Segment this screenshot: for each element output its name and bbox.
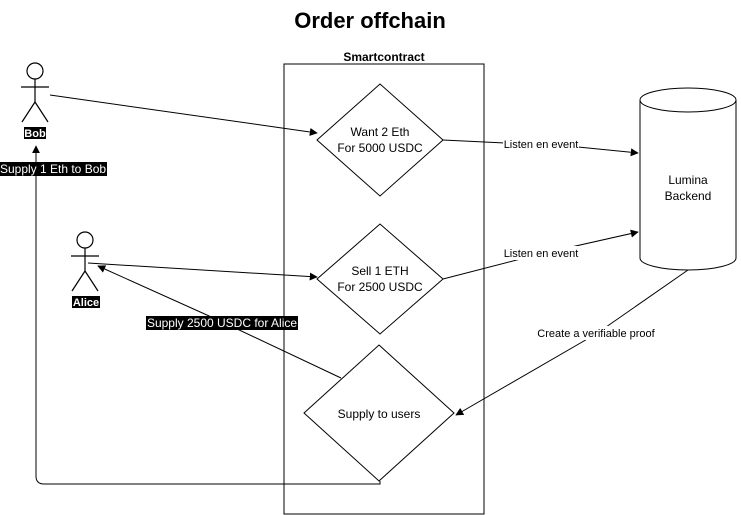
backend-line1: Lumina — [668, 173, 708, 187]
smartcontract-label: Smartcontract — [343, 50, 424, 64]
bob-to-want-arrow — [49, 94, 318, 136]
proof-label: Create a verifiable proof — [537, 328, 655, 340]
bob-actor — [21, 62, 49, 123]
supply-diamond — [303, 344, 455, 482]
proof-label-bg — [534, 326, 658, 340]
diagram-title: Order offchain — [294, 8, 446, 33]
lumina-backend-cylinder — [639, 87, 737, 271]
listen1-label: Listen en event — [504, 139, 579, 151]
listen2-label-bg — [503, 246, 579, 260]
alice-label-bg — [72, 296, 100, 308]
supply-bob-label: Supply 1 Eth to Bob — [0, 162, 106, 176]
listen2-label: Listen en event — [504, 248, 579, 260]
smartcontract-container — [283, 63, 485, 515]
backend-to-supply-arrow — [455, 269, 689, 416]
supply-bob-label-bg — [0, 162, 107, 176]
sell-line1: Sell 1 ETH — [351, 264, 408, 278]
listen1-label-bg — [503, 137, 579, 151]
sell-line2: For 2500 USDC — [337, 280, 423, 294]
bob-label: Bob — [24, 128, 46, 140]
alice-actor — [71, 231, 99, 292]
backend-line2: Backend — [665, 189, 712, 203]
alice-to-sell-arrow — [87, 262, 318, 281]
want-line2: For 5000 USDC — [337, 141, 423, 155]
want-line1: Want 2 Eth — [351, 125, 410, 139]
alice-label: Alice — [73, 297, 99, 309]
want-order-diamond — [316, 83, 444, 197]
supply-label: Supply to users — [338, 407, 421, 421]
supply-alice-label-bg — [146, 316, 298, 330]
supply-alice-label: Supply 2500 USDC for Alice — [147, 316, 297, 330]
sell-order-diamond — [316, 223, 444, 335]
supply-to-bob-arrow — [32, 145, 381, 485]
bob-label-bg — [24, 127, 46, 139]
